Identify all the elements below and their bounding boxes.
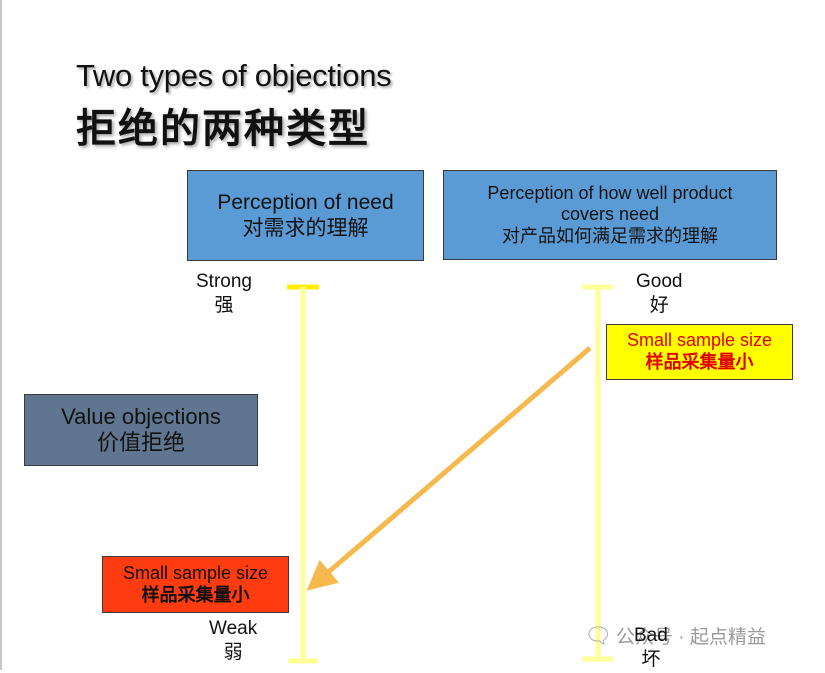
small-sample-size-right-box: Small sample size 样品采集量小: [606, 324, 793, 380]
title-english: Two types of objections: [76, 58, 392, 93]
strong-label-en: Strong: [196, 271, 252, 292]
small-sample-size-right-cn: 样品采集量小: [645, 352, 754, 372]
watermark: 🗨 公众号 · 起点精益: [584, 622, 766, 649]
small-sample-size-right-en: Small sample size: [626, 330, 773, 351]
perception-of-need-en: Perception of need: [217, 191, 394, 215]
need-axis: [287, 284, 319, 664]
diagonal-arrow: [306, 346, 592, 591]
wechat-icon: 🗨: [584, 622, 612, 648]
title-chinese: 拒绝的两种类型: [76, 107, 370, 151]
value-objections-cn: 价值拒绝: [96, 430, 185, 455]
weak-label-cn: 弱: [223, 642, 243, 664]
perception-of-coverage-en: Perception of how well product covers ne…: [487, 182, 733, 225]
good-label-cn: 好: [649, 295, 669, 317]
strong-label-cn: 强: [214, 295, 234, 317]
bad-label-cn: 坏: [641, 649, 661, 671]
watermark-text: 公众号 · 起点精益: [615, 627, 766, 648]
perception-of-coverage-cn: 对产品如何满足需求的理解: [502, 225, 718, 246]
good-label-en: Good: [636, 271, 683, 292]
weak-label: Weak 弱: [209, 617, 257, 666]
good-label: Good 好: [636, 270, 682, 319]
value-objections-box: Value objections 价值拒绝: [24, 394, 258, 466]
coverage-axis: [582, 284, 613, 662]
perception-of-need-cn: 对需求的理解: [242, 216, 369, 240]
small-sample-size-left-en: Small sample size: [122, 562, 269, 583]
perception-of-coverage-box: Perception of how well product covers ne…: [443, 170, 777, 260]
weak-label-en: Weak: [209, 618, 258, 639]
value-objections-en: Value objections: [61, 403, 221, 429]
strong-label: Strong 强: [196, 270, 252, 319]
small-sample-size-left-box: Small sample size 样品采集量小: [102, 556, 289, 613]
bad-label: Bad 坏: [634, 624, 668, 673]
small-sample-size-left-cn: 样品采集量小: [141, 584, 250, 605]
bad-label-en: Bad: [634, 625, 668, 646]
left-edge-rule: [0, 0, 2, 670]
perception-of-need-box: Perception of need 对需求的理解: [187, 170, 424, 261]
